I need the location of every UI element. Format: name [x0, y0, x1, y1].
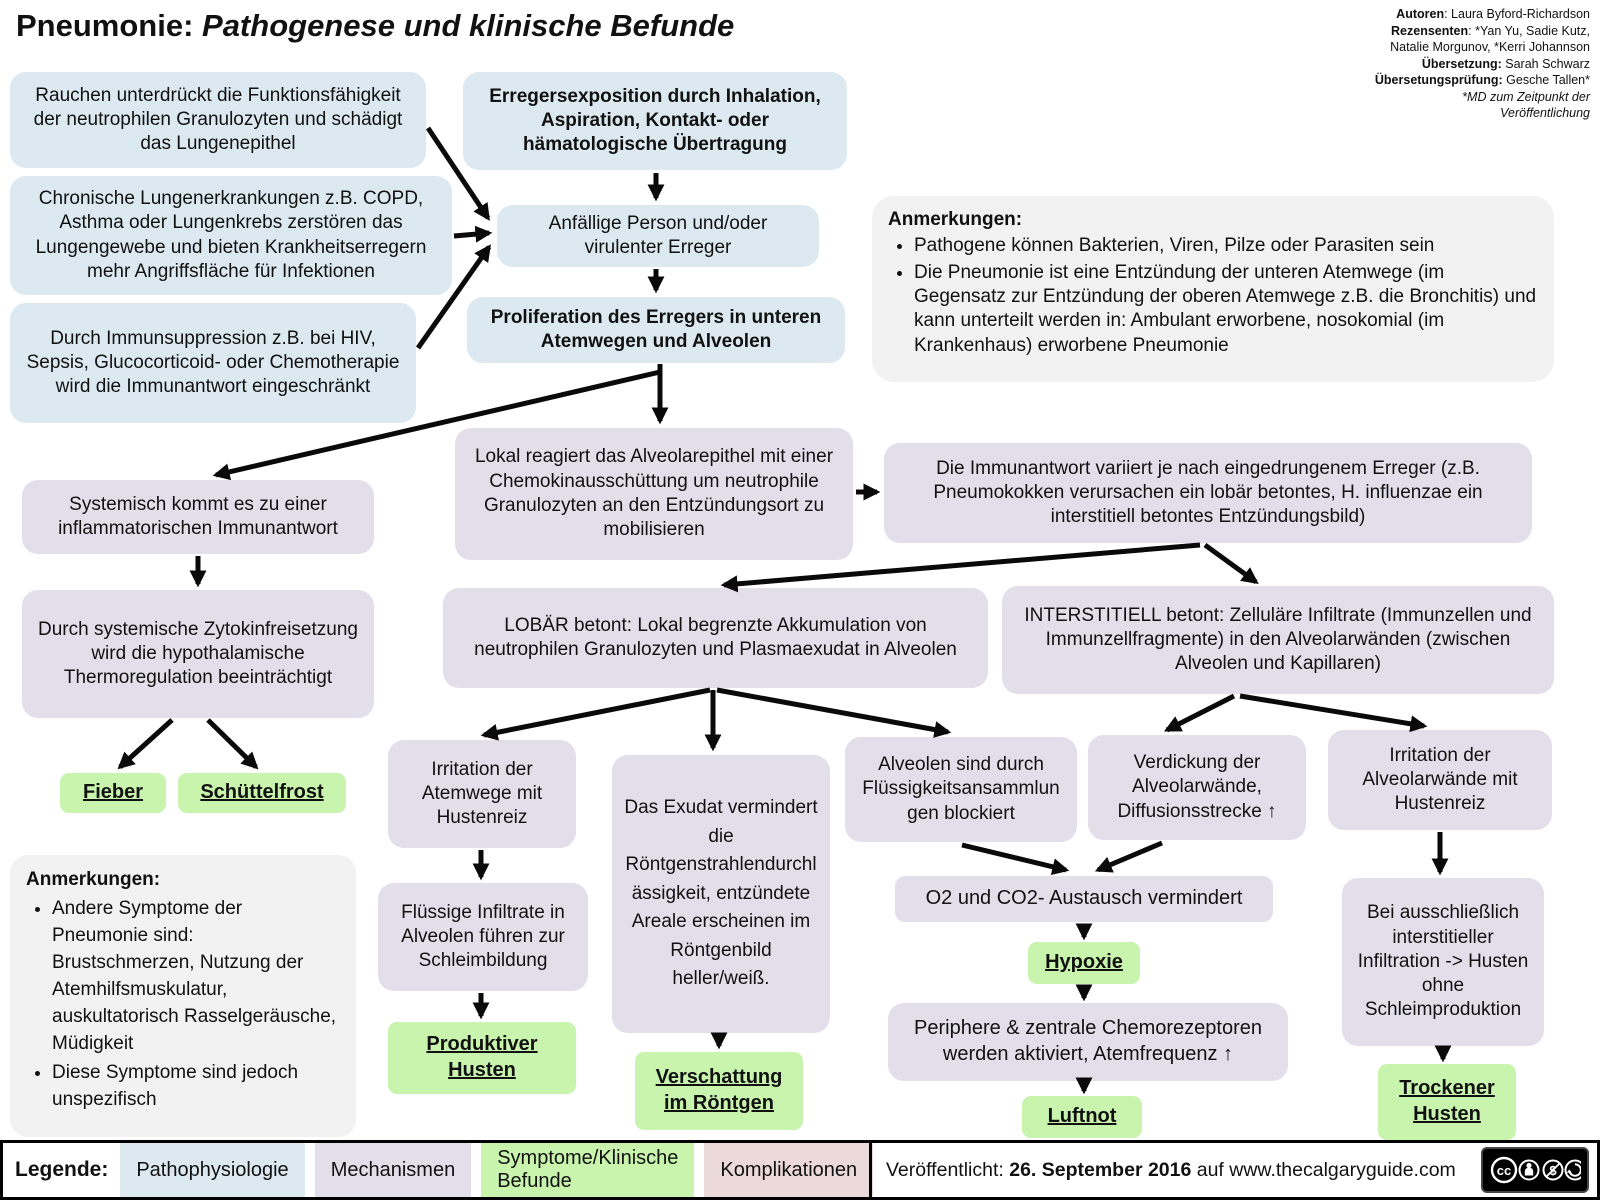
legend: Legende: Pathophysiologie Mechanismen Sy…: [3, 1143, 874, 1197]
node-hypoxia: Hypoxie: [1028, 942, 1140, 984]
title-prefix: Pneumonie:: [16, 8, 194, 43]
node-local-chemokine-response: Lokal reagiert das Alveolarepithel mit e…: [455, 428, 853, 560]
noncommercial-icon: $: [1542, 1159, 1564, 1181]
legend-item-pathophysiologie: Pathophysiologie: [120, 1143, 305, 1197]
arrow: [480, 687, 711, 741]
arrow: [716, 687, 952, 738]
credits-authors: Autoren: Laura Byford-Richardson: [1396, 7, 1590, 21]
notes-bottom-item: Andere Symptome der Pneumonie sind: Brus…: [52, 896, 340, 1058]
page-title: Pneumonie: Pathogenese und klinische Bef…: [16, 8, 734, 44]
node-dry-cough: Trockener Husten: [1378, 1064, 1516, 1140]
node-gas-exchange-reduced: O2 und CO2- Austausch vermindert: [895, 876, 1273, 922]
credits-block: Autoren: Laura Byford-Richardson Rezense…: [1280, 6, 1590, 122]
node-immunosuppression: Durch Immunsuppression z.B. bei HIV, Sep…: [10, 303, 416, 423]
node-dyspnea: Luftnot: [1022, 1096, 1142, 1138]
arrow: [453, 225, 493, 243]
legend-item-symptome: Symptome/Klinische Befunde: [481, 1143, 695, 1197]
arrow: [206, 718, 259, 770]
credits-translation: Übersetzung: Sarah Schwarz: [1421, 56, 1590, 71]
legend-item-komplikationen: Komplikationen: [704, 1143, 874, 1197]
node-productive-cough: Produktiver Husten: [388, 1022, 576, 1094]
node-alveolar-wall-thickening: Verdickung der Alveolarwände, Diffusions…: [1088, 735, 1306, 840]
node-alveolar-wall-irritation: Irritation der Alveolarwände mit Hustenr…: [1328, 730, 1552, 830]
node-chronic-lung-disease: Chronische Lungenerkrankungen z.B. COPD,…: [10, 176, 452, 295]
arrow: [1203, 542, 1259, 585]
notes-top: Anmerkungen: Pathogene können Bakterien,…: [872, 196, 1554, 382]
node-systemic-inflammatory-response: Systemisch kommt es zu einer inflammator…: [22, 480, 374, 554]
node-pathogen-exposure: Erregersexposition durch Inhalation, Asp…: [463, 72, 847, 170]
node-airway-irritation: Irritation der Atemwege mit Hustenreiz: [388, 740, 576, 848]
node-xray-opacity: Verschattung im Röntgen: [635, 1052, 803, 1130]
cc-license-icons: cc $: [1490, 1156, 1581, 1184]
legend-bar: Legende: Pathophysiologie Mechanismen Sy…: [0, 1140, 1600, 1200]
notes-top-item: Die Pneumonie ist eine Entzündung der un…: [914, 261, 1538, 358]
notes-bottom-heading: Anmerkungen:: [26, 869, 161, 890]
svg-text:cc: cc: [1497, 1163, 1511, 1178]
credits-reviewers: Rezensenten: *Yan Yu, Sadie Kutz,: [1391, 23, 1590, 38]
arrow: [1239, 693, 1428, 733]
arrow: [1163, 693, 1236, 733]
node-immune-response-varies: Die Immunantwort variiert je nach einged…: [884, 443, 1532, 543]
published-text: Veröffentlicht: 26. September 2016 auf w…: [886, 1158, 1456, 1181]
publication-info: Veröffentlicht: 26. September 2016 auf w…: [869, 1143, 1597, 1197]
node-exudate-xray: Das Exudat vermindert die Röntgenstrahle…: [612, 755, 830, 1033]
sharealike-icon: [1564, 1159, 1581, 1181]
arrow: [961, 842, 1070, 876]
node-alveoli-blocked: Alveolen sind durch Flüssigkeitsansammlu…: [845, 737, 1077, 842]
node-chills: Schüttelfrost: [178, 773, 346, 813]
notes-top-item: Pathogene können Bakterien, Viren, Pilze…: [914, 234, 1538, 258]
legend-label: Legende:: [15, 1158, 109, 1181]
node-lobar-pattern: LOBÄR betont: Lokal begrenzte Akkumulati…: [443, 588, 988, 688]
arrow: [117, 718, 174, 770]
credits-reviewers-2: Natalie Morgunov, *Kerri Johannson: [1390, 40, 1590, 54]
node-fluid-infiltrates: Flüssige Infiltrate in Alveolen führen z…: [378, 883, 588, 991]
arrow: [1094, 840, 1163, 873]
attribution-icon: [1518, 1159, 1540, 1181]
node-cytokine-thermoregulation: Durch systemische Zytokinfreisetzung wir…: [22, 590, 374, 718]
notes-bottom-item: Diese Symptome sind jedoch unspezifisch: [52, 1060, 340, 1114]
cc-license-badge: cc $: [1481, 1147, 1589, 1193]
credits-footnote-2: Veröffentlichung: [1500, 106, 1590, 120]
title-italic: Pathogenese und klinische Befunde: [193, 8, 735, 43]
node-chemoreceptors: Periphere & zentrale Chemorezeptoren wer…: [888, 1003, 1288, 1081]
node-interstitial-only-infiltration: Bei ausschließlich interstitieller Infil…: [1342, 878, 1544, 1046]
node-susceptible-person: Anfällige Person und/oder virulenter Err…: [497, 205, 819, 267]
node-interstitial-pattern: INTERSTITIELL betont: Zelluläre Infiltra…: [1002, 586, 1554, 694]
node-pathogen-proliferation: Proliferation des Erregers in unteren At…: [467, 297, 845, 363]
cc-icon: cc: [1490, 1156, 1518, 1184]
node-smoking: Rauchen unterdrückt die Funktionsfähigke…: [10, 72, 426, 168]
node-fever: Fieber: [60, 773, 166, 813]
notes-bottom: Anmerkungen: Andere Symptome der Pneumon…: [10, 855, 356, 1137]
legend-item-mechanismen: Mechanismen: [314, 1143, 472, 1197]
credits-translation-check: Übersetungsprüfung: Gesche Tallen*: [1374, 73, 1590, 87]
notes-top-heading: Anmerkungen:: [888, 209, 1023, 230]
credits-footnote: *MD zum Zeitpunkt der: [1462, 89, 1590, 104]
